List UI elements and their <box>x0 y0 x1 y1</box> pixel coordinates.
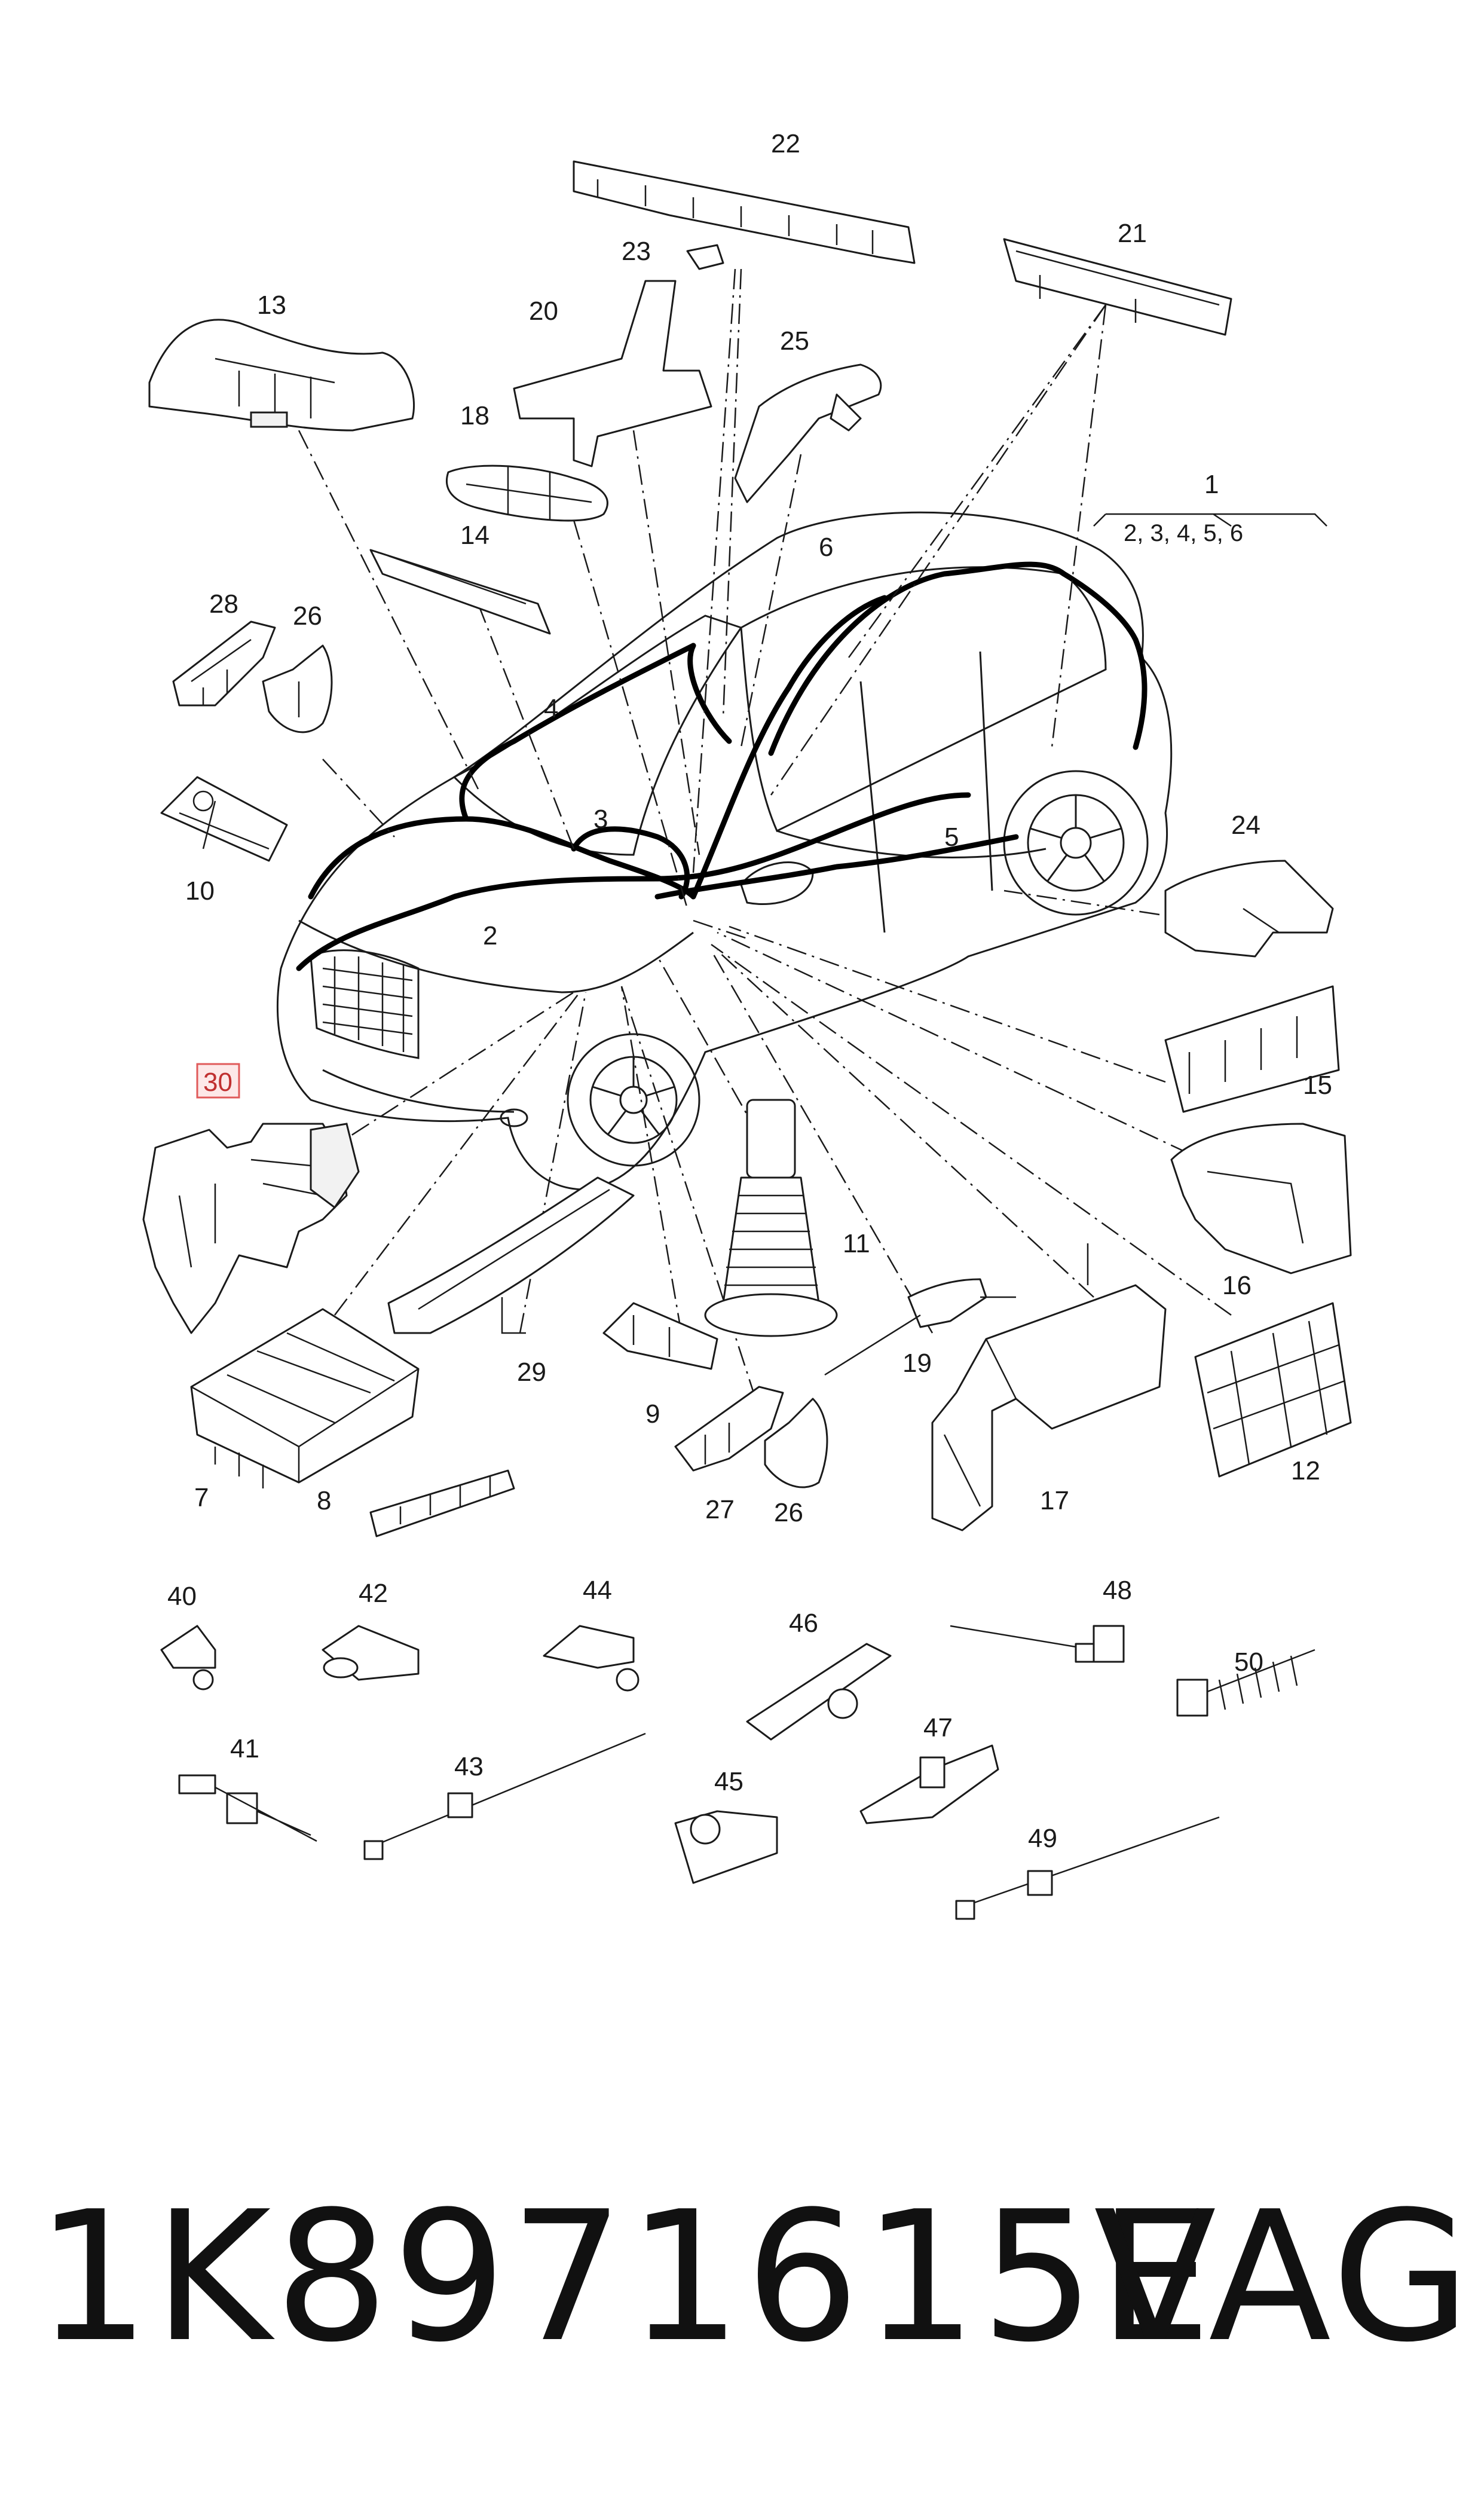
part-25 <box>734 363 882 503</box>
callout-29: 29 <box>517 1358 546 1387</box>
wiring-harness <box>296 561 1148 971</box>
exploded-parts-diagram: 1 2, 3, 4, 5, 6 2 3 4 5 6 7 8 9 10 11 12… <box>142 129 1352 1920</box>
part-45 <box>674 1810 778 1884</box>
callout-26b: 26 <box>774 1498 803 1527</box>
callout-45: 45 <box>714 1767 743 1796</box>
callout-50: 50 <box>1234 1647 1263 1677</box>
callout-21: 21 <box>1118 219 1147 248</box>
callout-7: 7 <box>194 1483 209 1512</box>
part-7 <box>190 1308 420 1488</box>
callout-15: 15 <box>1303 1071 1332 1100</box>
part-42 <box>322 1625 420 1681</box>
callout-19: 19 <box>902 1349 932 1378</box>
brand-label: VAG <box>1094 2173 1474 2382</box>
part-13 <box>148 319 415 432</box>
callout-5: 5 <box>944 823 959 852</box>
callout-2: 2 <box>483 921 497 950</box>
callout-1: 1 <box>1204 470 1219 499</box>
callout-42: 42 <box>359 1579 388 1608</box>
part-50 <box>1176 1649 1315 1717</box>
part-15 <box>1164 985 1340 1113</box>
callout-3: 3 <box>593 805 608 834</box>
part-22 <box>573 160 916 264</box>
part-40 <box>160 1625 216 1690</box>
part-26a <box>262 644 333 733</box>
part-number-label: 1K8971615E <box>36 2173 1216 2382</box>
part-18 <box>445 464 608 522</box>
part-41 <box>178 1774 317 1842</box>
vehicle-outline <box>276 511 1173 1191</box>
callout-13: 13 <box>257 291 286 320</box>
callout-12: 12 <box>1291 1456 1320 1485</box>
leader-lines <box>298 268 1232 1465</box>
part-43 <box>363 1732 646 1860</box>
callout-18: 18 <box>460 401 489 430</box>
callout-43: 43 <box>454 1752 484 1781</box>
callout-44: 44 <box>583 1576 612 1605</box>
callout-27: 27 <box>705 1495 735 1524</box>
callout-26a: 26 <box>293 601 322 631</box>
callout-48: 48 <box>1103 1576 1132 1605</box>
part-10 <box>160 776 288 862</box>
callout-4: 4 <box>544 694 558 723</box>
callout-25: 25 <box>780 326 809 356</box>
part-26b <box>764 1398 828 1488</box>
callout-8: 8 <box>317 1486 331 1515</box>
part-24 <box>1164 860 1334 958</box>
part-48 <box>950 1625 1125 1663</box>
part-14 <box>369 549 551 635</box>
callout-22: 22 <box>771 129 800 158</box>
callout-46: 46 <box>789 1609 818 1638</box>
part-11 <box>704 1099 838 1337</box>
callout-16: 16 <box>1222 1271 1252 1300</box>
part-8 <box>369 1469 515 1537</box>
part-28 <box>172 620 276 707</box>
callout-10: 10 <box>185 876 215 906</box>
part-19 <box>824 1278 1016 1376</box>
part-9 <box>602 1302 718 1370</box>
callout-40: 40 <box>167 1582 197 1611</box>
part-29 <box>387 1176 635 1334</box>
callout-41: 41 <box>230 1734 259 1763</box>
callout-20: 20 <box>529 296 558 326</box>
part-20 <box>513 280 712 467</box>
callout-9: 9 <box>645 1399 660 1429</box>
callout-1-sub: 2, 3, 4, 5, 6 <box>1124 520 1243 546</box>
callout-11: 11 <box>843 1229 870 1258</box>
callout-6: 6 <box>819 533 833 562</box>
callout-30: 30 <box>203 1068 232 1097</box>
part-46 <box>746 1643 892 1741</box>
callout-24: 24 <box>1231 811 1260 840</box>
callout-14: 14 <box>460 521 489 550</box>
callout-47: 47 <box>923 1713 953 1742</box>
part-30 <box>142 1123 360 1334</box>
part-17 <box>931 1243 1167 1531</box>
callout-labels: 1 2, 3, 4, 5, 6 2 3 4 5 6 7 8 9 10 11 12… <box>167 129 1332 1853</box>
part-21 <box>1003 238 1232 336</box>
callout-30-highlight <box>196 1063 240 1099</box>
part-16 <box>1170 1123 1352 1274</box>
part-47 <box>859 1744 999 1824</box>
callout-28: 28 <box>209 589 238 619</box>
part-12 <box>1194 1302 1352 1478</box>
part-27 <box>674 1386 784 1472</box>
footer: 1K8971615E VAG <box>0 2164 1484 2391</box>
callout-49: 49 <box>1028 1824 1057 1853</box>
callout-23: 23 <box>622 237 651 266</box>
part-49 <box>955 1816 1220 1920</box>
callout-17: 17 <box>1040 1486 1069 1515</box>
callout-1-bracket <box>1093 513 1327 527</box>
part-23 <box>686 244 724 270</box>
part-44 <box>543 1625 640 1692</box>
